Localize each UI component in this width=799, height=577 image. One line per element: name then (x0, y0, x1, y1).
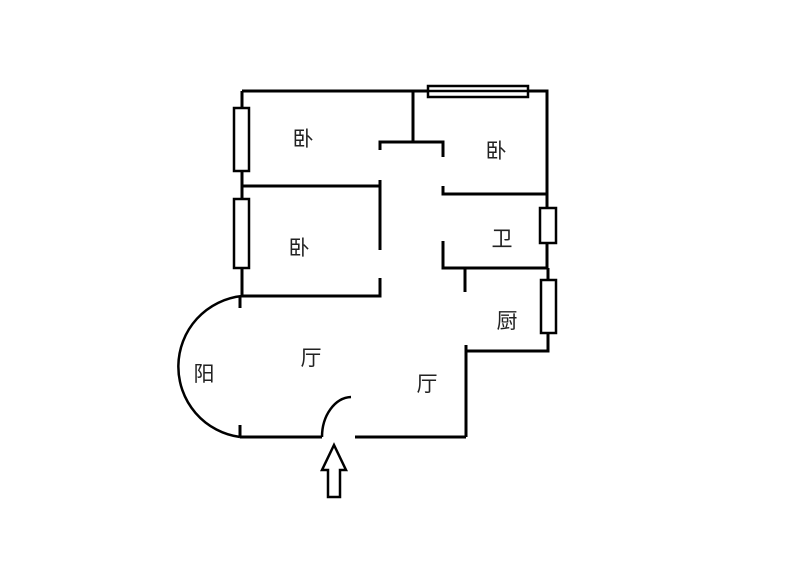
room-label-bathroom: 卫 (491, 227, 513, 251)
room-label-bedroom: 卧 (288, 236, 310, 260)
room-label-balcony: 阳 (193, 362, 215, 386)
room-label-living: 厅 (416, 372, 438, 396)
room-label-kitchen: 厨 (496, 309, 518, 333)
entrance-arrow-icon (320, 442, 348, 499)
window-kitchen (539, 278, 558, 335)
window-left-middle (232, 197, 251, 270)
windows (232, 84, 558, 335)
entry-door-arc (320, 395, 352, 438)
room-label-bedroom: 卧 (485, 139, 507, 163)
room-label-bedroom: 卧 (292, 127, 314, 151)
balcony-arc (177, 294, 243, 439)
room-label-living: 厅 (300, 346, 322, 370)
window-bathroom (538, 206, 558, 245)
window-left-top (232, 106, 251, 173)
